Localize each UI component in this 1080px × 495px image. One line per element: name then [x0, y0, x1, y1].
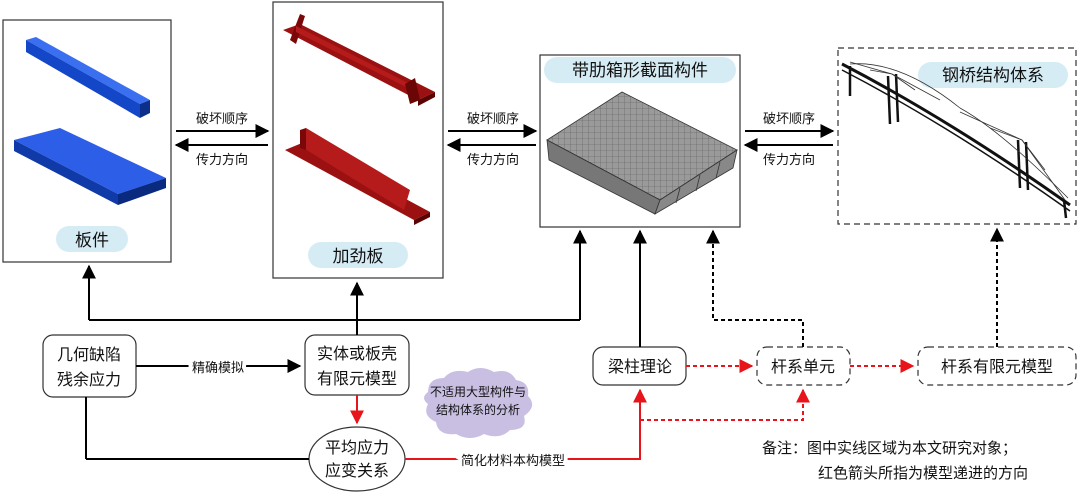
plate-label: 板件: [75, 231, 109, 251]
svg-text:实体或板壳: 实体或板壳: [317, 344, 397, 363]
force-direction-label: 传力方向: [467, 152, 519, 168]
precise-sim-label: 精确模拟: [192, 361, 244, 376]
stiffened-plate-panel: 加劲板: [272, 1, 444, 279]
failure-order-label: 破坏顺序: [763, 112, 815, 127]
svg-text:有限元模型: 有限元模型: [317, 369, 397, 388]
simplified-label: 简化材料本构模型: [461, 453, 565, 469]
bar-fe-model-node: 杆系有限元模型: [917, 346, 1077, 386]
svg-text:杆系单元: 杆系单元: [771, 357, 835, 376]
arrows-stiffened-box: 破坏顺序 传力方向: [446, 112, 538, 168]
bridge-system-panel: 钢桥结构体系: [837, 47, 1077, 225]
box-member-label: 带肋箱形截面构件: [572, 61, 708, 81]
bridge-system-label: 钢桥结构体系: [942, 66, 1044, 86]
arrows-box-bridge: 破坏顺序 传力方向: [743, 112, 835, 168]
arrows-plate-stiffened: 破坏顺序 传力方向: [174, 112, 270, 168]
svg-text:结构体系的分析: 结构体系的分析: [436, 402, 520, 417]
red-connectors: [350, 359, 915, 460]
note-line2: 红色箭头所指为模型递进的方向: [818, 464, 1028, 482]
svg-text:平均应力: 平均应力: [325, 438, 389, 457]
stiffened-plate-label: 加劲板: [333, 247, 384, 267]
force-direction-label: 传力方向: [196, 152, 248, 168]
imperfection-node: 几何缺陷 残余应力: [42, 334, 137, 398]
beam-column-node: 梁柱理论: [592, 346, 687, 386]
plate-panel: 板件: [2, 19, 172, 263]
svg-text:几何缺陷: 几何缺陷: [57, 345, 121, 364]
svg-text:杆系有限元模型: 杆系有限元模型: [941, 357, 1053, 376]
bar-element-node: 杆系单元: [756, 346, 851, 386]
black-connectors: [82, 229, 647, 460]
dashed-connectors: [706, 227, 1004, 347]
failure-order-label: 破坏顺序: [196, 112, 248, 127]
fe-model-node: 实体或板壳 有限元模型: [304, 334, 410, 396]
note-line1: 备注：图中实线区域为本文研究对象；: [762, 439, 1017, 457]
stress-strain-node: 平均应力 应变关系: [308, 426, 406, 492]
box-member-panel: 带肋箱形截面构件: [539, 54, 741, 228]
failure-order-label: 破坏顺序: [467, 112, 519, 127]
svg-text:不适用大型构件与: 不适用大型构件与: [430, 384, 526, 399]
svg-text:应变关系: 应变关系: [325, 461, 389, 480]
svg-text:梁柱理论: 梁柱理论: [608, 357, 672, 376]
not-applicable-cloud: 不适用大型构件与 结构体系的分析: [424, 368, 533, 438]
force-direction-label: 传力方向: [763, 152, 815, 168]
svg-text:残余应力: 残余应力: [57, 370, 121, 389]
